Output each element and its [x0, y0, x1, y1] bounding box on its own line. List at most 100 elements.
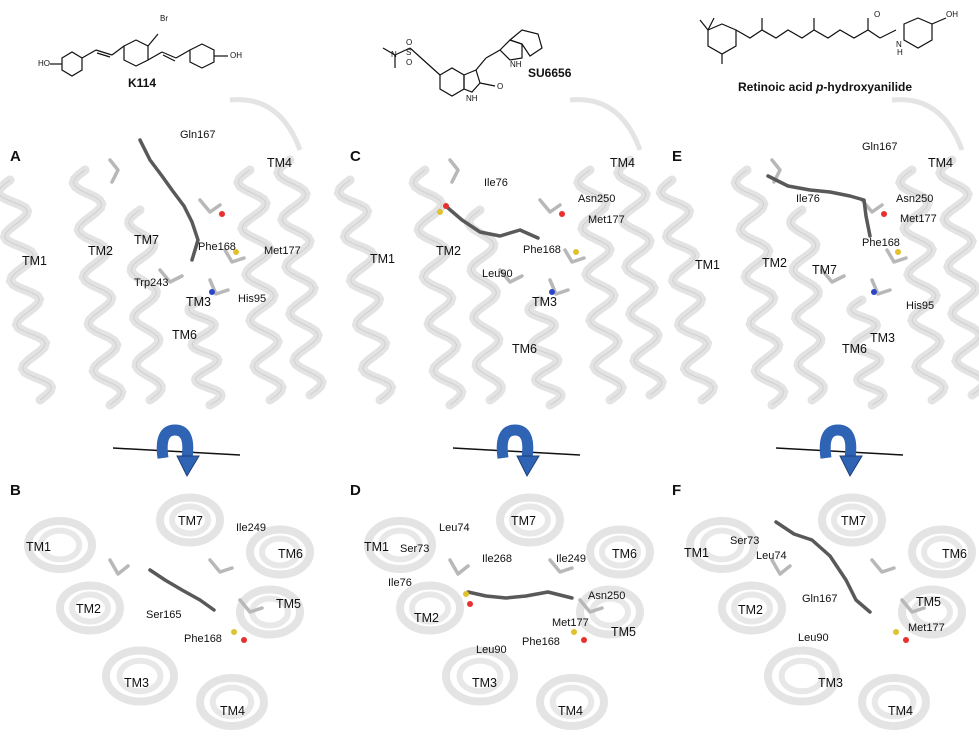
c-label-tm4: TM4: [610, 156, 635, 170]
d-label-leu74: Leu74: [439, 522, 470, 534]
d-label-tm3: TM3: [472, 676, 497, 690]
panel-f-helix-tm1: [686, 517, 758, 573]
e-label-his95: His95: [906, 300, 935, 312]
f-label-met177: Met177: [908, 622, 945, 634]
a-label-tm3: TM3: [186, 295, 211, 309]
panel-f-helix-tm2: [718, 581, 786, 635]
retinoic-n-label: N: [896, 40, 902, 49]
d-label-asn250: Asn250: [588, 590, 626, 602]
a-label-tm1: TM1: [22, 254, 47, 268]
retinoic-name: Retinoic acid p-hydroxyanilide: [738, 80, 912, 94]
panel-b-ligand: [148, 568, 216, 612]
panel-letter-c: C: [350, 148, 361, 165]
panel-d-helix-tm2: [396, 581, 464, 635]
d-label-tm2: TM2: [414, 611, 439, 625]
panel-c-ligand: [446, 206, 540, 240]
e-label-tm4: TM4: [928, 156, 953, 170]
panel-e-ligand: [766, 174, 872, 238]
c-label-tm1: TM1: [370, 252, 395, 266]
panel-d-helix-tm3: [442, 646, 518, 706]
c-label-leu90: Leu90: [482, 268, 513, 280]
rotation-arrow-f: [819, 424, 857, 459]
b-label-tm2: TM2: [76, 602, 101, 616]
panel-d-helix-tm6: [586, 525, 654, 579]
su6656-o1-label: O: [406, 38, 413, 47]
c-label-met177: Met177: [588, 214, 625, 226]
panel-d-helix-tm5: [576, 585, 644, 639]
e-label-tm2: TM2: [762, 256, 787, 270]
retinoic-h-label: H: [897, 48, 903, 57]
k114-name: K114: [128, 76, 157, 90]
d-label-met177: Met177: [552, 617, 589, 629]
rotation-axis-d: [452, 447, 581, 456]
rotation-arrow-d: [496, 424, 534, 459]
d-label-phe168: Phe168: [522, 636, 560, 648]
b-label-tm1: TM1: [26, 540, 51, 554]
a-label-met177: Met177: [264, 245, 301, 257]
c-label-phe168: Phe168: [523, 244, 561, 256]
su6656-structure: [382, 29, 543, 97]
d-label-tm4: TM4: [558, 704, 583, 718]
panel-letter-e: E: [672, 148, 683, 165]
c-label-asn250: Asn250: [578, 193, 616, 205]
panel-d-helix-tm7: [496, 493, 564, 547]
k114-oh-label: OH: [230, 51, 242, 60]
d-label-ile268: Ile268: [482, 553, 512, 565]
a-label-tm4: TM4: [267, 156, 292, 170]
d-label-ser73: Ser73: [400, 543, 430, 555]
retinoic-name-part-a: Retinoic acid: [738, 80, 817, 94]
su6656-s-label: S: [406, 48, 412, 57]
b-label-tm4: TM4: [220, 704, 245, 718]
d-label-tm6: TM6: [612, 547, 637, 561]
b-label-phe168: Phe168: [184, 633, 222, 645]
panel-b-helix-tm2: [56, 581, 124, 635]
panel-b-helix-tm3: [102, 646, 178, 706]
e-label-ile76: Ile76: [796, 193, 820, 205]
d-label-tm1: TM1: [364, 540, 389, 554]
su6656-nh2-label: NH: [466, 94, 478, 103]
su6656-o3-label: O: [497, 82, 504, 91]
su6656-o2-label: O: [406, 58, 413, 67]
k114-structure: [50, 33, 228, 77]
a-label-his95: His95: [238, 293, 267, 305]
e-label-tm7: TM7: [812, 263, 837, 277]
f-label-gln167: Gln167: [802, 593, 838, 605]
panel-f-helix-tm6: [908, 525, 976, 579]
panel-d-ligand: [466, 590, 574, 600]
su6656-n-label: N: [391, 50, 397, 59]
d-label-tm7: TM7: [511, 514, 536, 528]
rotation-axis-f: [775, 447, 904, 456]
b-label-ser165: Ser165: [146, 609, 182, 621]
f-label-tm4: TM4: [888, 704, 913, 718]
c-label-tm6: TM6: [512, 342, 537, 356]
d-label-leu90: Leu90: [476, 644, 507, 656]
panel-d-helix-tm4: [536, 674, 608, 730]
retinoic-name-part-b: p: [816, 80, 824, 94]
d-label-tm5: TM5: [611, 625, 636, 639]
panel-e-helix-tm4: [935, 155, 979, 400]
panel-letter-f: F: [672, 482, 682, 499]
f-label-leu90: Leu90: [798, 632, 829, 644]
panel-d-helix-tm1: [364, 517, 436, 573]
a-label-tm2: TM2: [88, 244, 113, 258]
a-label-trp243: Trp243: [134, 277, 169, 289]
e-label-tm3: TM3: [870, 331, 895, 345]
f-label-leu74: Leu74: [756, 550, 787, 562]
b-label-tm6: TM6: [278, 547, 303, 561]
rotation-axis-b: [112, 447, 241, 456]
panel-letter-b: B: [10, 482, 21, 499]
f-label-tm3: TM3: [818, 676, 843, 690]
b-label-tm3: TM3: [124, 676, 149, 690]
a-label-tm7: TM7: [134, 233, 159, 247]
panel-f-helix-tm4: [858, 674, 930, 730]
panel-b-helix-tm5: [236, 585, 304, 639]
f-label-ser73: Ser73: [730, 535, 760, 547]
panel-f-helix-tm3: [764, 646, 840, 706]
a-label-gln167: Gln167: [180, 129, 216, 141]
f-label-tm1: TM1: [684, 546, 709, 560]
d-label-ile249: Ile249: [556, 553, 586, 565]
retinoic-oh-label: OH: [946, 10, 958, 19]
